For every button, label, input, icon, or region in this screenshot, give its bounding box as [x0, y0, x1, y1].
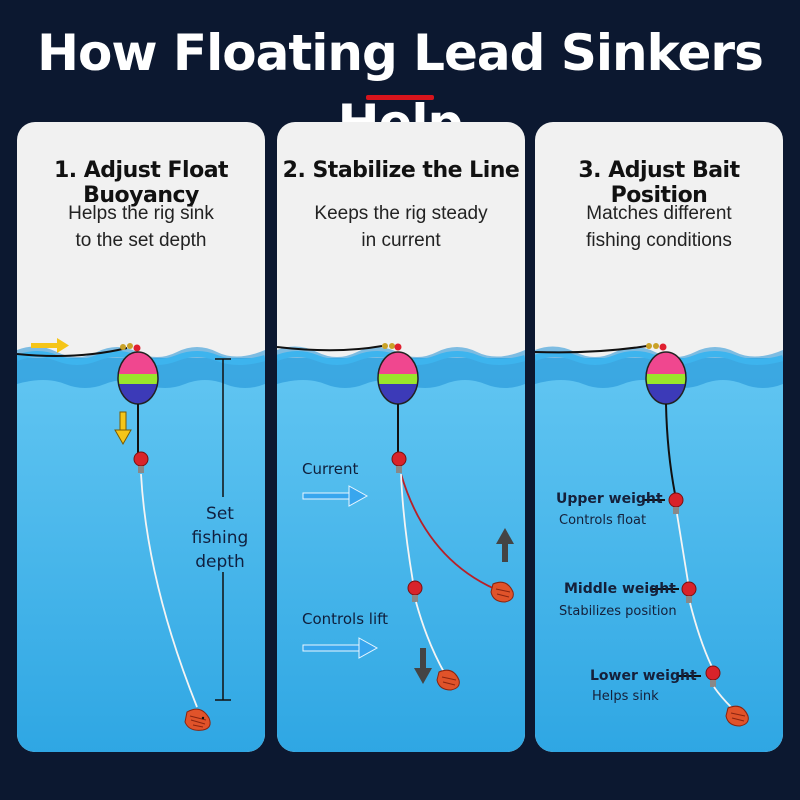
float-icon [645, 351, 687, 405]
arrow-icon [114, 411, 132, 446]
leader-line [689, 602, 713, 668]
set-fishing-depth-label: Set fishing depth [185, 502, 255, 574]
depth-marker [215, 358, 231, 701]
panel-2-scene [277, 343, 525, 752]
lower-weight-label: Lower weight [590, 668, 697, 684]
sinker-icon [133, 451, 149, 473]
fishing-line [277, 345, 383, 352]
shrimp-bait-icon [184, 708, 211, 731]
panel-adjust-bait-position: 3. Adjust Bait Position Matches differen… [535, 122, 783, 752]
panel-title: 3. Adjust Bait Position [578, 158, 740, 208]
subtitle-line: fishing conditions [586, 230, 732, 251]
subtitle-line: to the set depth [75, 230, 207, 251]
arrow-icon [496, 528, 514, 562]
panel-subtitle: Matches different fishing conditions [555, 200, 763, 254]
water [535, 358, 783, 752]
arrow-icon [414, 648, 432, 684]
controls-lift-label: Controls lift [302, 610, 389, 628]
fishing-line [535, 345, 648, 354]
arrow-icon [302, 637, 379, 659]
depth-label-line: fishing [191, 528, 249, 548]
panel-1-scene [17, 338, 265, 752]
panel-title: 2. Stabilize the Line [282, 158, 520, 183]
middle-weight-label: Middle weight [564, 581, 676, 597]
sinker-icon [681, 581, 697, 603]
panel-subtitle: Keeps the rig steady in current [297, 200, 505, 254]
panel-subtitle: Helps the rig sink to the set depth [37, 200, 245, 254]
shrimp-bait-icon [436, 669, 460, 691]
leader-line [400, 473, 414, 583]
main-line [665, 403, 676, 495]
sinker-icon [407, 580, 423, 602]
upper-weight-label: Upper weight [556, 491, 663, 507]
leader-line [676, 513, 689, 583]
float-icon [117, 351, 159, 405]
sinker-icon [705, 665, 721, 687]
panel-stabilize-the-line: 2. Stabilize the Line Keeps the rig stea… [277, 122, 525, 752]
drifting-line [400, 473, 503, 593]
leader-line [415, 601, 446, 675]
subtitle-line: Helps the rig sink [68, 203, 214, 224]
subtitle-line: Keeps the rig steady [314, 203, 488, 224]
water [277, 358, 525, 752]
upper-weight-desc: Controls float [559, 513, 647, 528]
shrimp-bait-icon [490, 581, 514, 603]
lower-weight-desc: Helps sink [592, 689, 659, 704]
panel-adjust-float-buoyancy: 1. Adjust Float Buoyancy Helps the rig s… [17, 122, 265, 752]
subtitle-line: in current [361, 230, 441, 251]
fishing-line [17, 347, 128, 357]
current-label: Current [302, 460, 359, 478]
sinker-icon [391, 451, 407, 473]
arrow-icon [302, 485, 369, 507]
float-icon [377, 351, 419, 405]
leader-line [713, 686, 732, 708]
depth-label-line: depth [195, 552, 245, 572]
sinker-icon [668, 492, 684, 514]
subtitle-line: Matches different [586, 203, 732, 224]
leader-line [140, 473, 198, 708]
arrow-icon [31, 338, 69, 353]
middle-weight-desc: Stabilizes position [559, 604, 677, 619]
panel-title: 1. Adjust Float Buoyancy [53, 158, 229, 208]
panel-3-scene [535, 343, 783, 752]
title-underline [366, 95, 434, 100]
depth-label-line: Set [206, 504, 234, 524]
shrimp-bait-icon [725, 705, 749, 727]
